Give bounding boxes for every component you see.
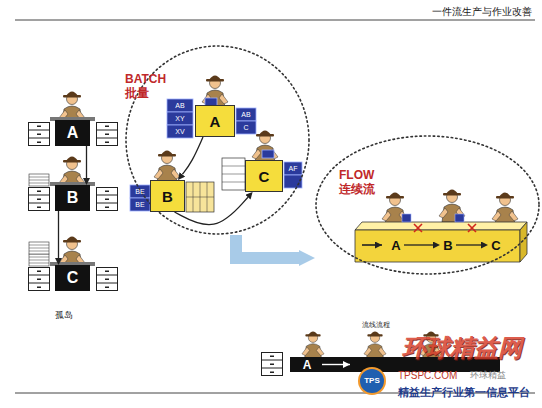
worker bbox=[364, 331, 386, 359]
watermark: TPSPC.COM bbox=[398, 370, 457, 382]
box-letter: B bbox=[151, 181, 184, 211]
line-step: A bbox=[298, 357, 316, 372]
section-label: 流线流程 bbox=[362, 321, 390, 329]
crate-slat bbox=[222, 182, 245, 183]
watermark: 精益生产行业第一信息平台 bbox=[398, 386, 530, 399]
product-cube bbox=[236, 121, 256, 134]
station-box: C bbox=[55, 265, 90, 291]
zone-heading: BATCH 批量 bbox=[125, 73, 171, 101]
box-letter: C bbox=[488, 236, 504, 254]
paper-stack bbox=[29, 254, 49, 266]
flow-arrow bbox=[456, 244, 481, 245]
watermark-logo: TPS bbox=[359, 375, 385, 387]
box-letter: A bbox=[298, 357, 316, 372]
watermark: 环球精益 bbox=[470, 370, 506, 380]
x-mark bbox=[414, 224, 422, 232]
logo-ring bbox=[358, 367, 386, 395]
cabinet bbox=[97, 268, 118, 291]
flow-arrow bbox=[182, 137, 203, 174]
part-code: AF bbox=[284, 162, 302, 175]
worker bbox=[302, 331, 324, 359]
product-cube bbox=[262, 150, 274, 158]
part-code: XY bbox=[167, 112, 193, 125]
part-code: C bbox=[236, 121, 256, 134]
process-step: C bbox=[488, 236, 504, 254]
product-cube bbox=[284, 162, 302, 175]
logo-disc bbox=[360, 369, 384, 393]
product-cube bbox=[167, 112, 193, 125]
page-title: 一件流生产与作业改善 bbox=[432, 5, 532, 19]
cabinet bbox=[97, 188, 118, 211]
bench-front bbox=[355, 230, 520, 262]
dotted-ellipse bbox=[316, 136, 539, 274]
process-box: A bbox=[195, 105, 235, 137]
product-cube bbox=[284, 175, 302, 188]
flow-zone: FLOW 连续流 A B C bbox=[315, 135, 540, 275]
batch-zone: BATCH 批量ABC bbox=[125, 45, 310, 235]
line-bench bbox=[290, 357, 500, 372]
flow-arrow bbox=[404, 244, 433, 245]
worker bbox=[252, 131, 278, 164]
part-code: BE bbox=[130, 185, 150, 198]
box-letter: C bbox=[55, 265, 90, 291]
part-code: AB bbox=[236, 108, 256, 121]
paper-stack bbox=[29, 174, 49, 186]
bench-top bbox=[355, 222, 527, 230]
process-box: B bbox=[150, 180, 185, 212]
zone-outline bbox=[315, 135, 540, 275]
crate bbox=[222, 158, 245, 190]
box-letter: B bbox=[440, 236, 456, 254]
worker bbox=[420, 331, 442, 359]
product-cube bbox=[167, 99, 193, 112]
line-arrow bbox=[322, 364, 350, 365]
box-letter: A bbox=[388, 236, 404, 254]
zone-heading: FLOW 连续流 bbox=[339, 169, 379, 197]
product-cube bbox=[455, 214, 464, 222]
worker bbox=[439, 190, 465, 223]
watermark: 环球精益网 bbox=[402, 334, 522, 362]
process-step: B bbox=[440, 236, 456, 254]
product-cube bbox=[167, 125, 193, 138]
crate-slat bbox=[222, 174, 245, 175]
process-step: A bbox=[388, 236, 404, 254]
part-code: XV bbox=[167, 125, 193, 138]
product-cube bbox=[130, 185, 150, 198]
worker bbox=[492, 193, 518, 226]
x-mark bbox=[468, 224, 476, 232]
station-box: B bbox=[55, 185, 90, 211]
cabinet bbox=[97, 123, 118, 146]
dotted-ellipse bbox=[126, 46, 309, 234]
box-letter: A bbox=[196, 106, 234, 136]
box-letter: B bbox=[55, 185, 90, 211]
worker bbox=[202, 76, 228, 109]
flow-arrow bbox=[86, 146, 87, 178]
box-letter: A bbox=[55, 120, 90, 146]
header-rule bbox=[15, 20, 535, 21]
part-code: AB bbox=[167, 99, 193, 112]
product-cube bbox=[236, 108, 256, 121]
section-label: 孤岛 bbox=[55, 310, 73, 320]
cabinet bbox=[262, 353, 283, 376]
flow-arrow bbox=[58, 211, 59, 258]
paper-stack bbox=[29, 242, 49, 254]
transform-arrow bbox=[236, 235, 299, 258]
cabinet bbox=[29, 268, 50, 291]
crate-slat bbox=[186, 197, 214, 198]
product-cube bbox=[402, 214, 411, 222]
process-box: C bbox=[245, 160, 283, 192]
cabinet bbox=[29, 188, 50, 211]
flow-arrow bbox=[175, 197, 248, 224]
cabinet bbox=[29, 123, 50, 146]
footer-rule bbox=[15, 393, 535, 394]
crate bbox=[186, 182, 214, 212]
worker bbox=[154, 151, 180, 184]
station-box: A bbox=[55, 120, 90, 146]
box-letter: C bbox=[246, 161, 282, 191]
lead-arrow bbox=[362, 244, 382, 246]
crate-slat bbox=[222, 166, 245, 167]
